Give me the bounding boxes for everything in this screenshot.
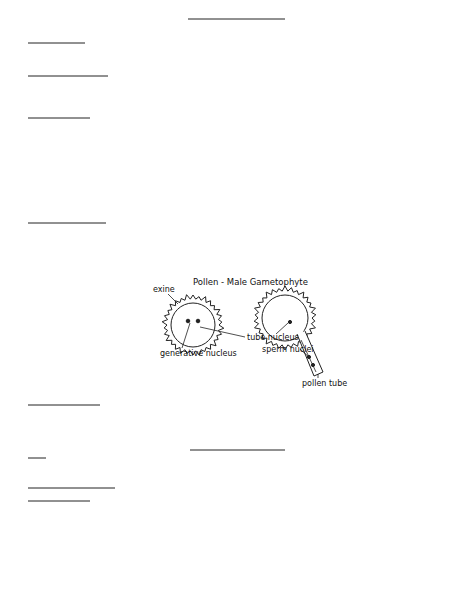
nucleus-dot	[196, 319, 200, 323]
blank-line	[190, 450, 285, 451]
blank-line	[28, 43, 85, 44]
blank-line	[28, 458, 46, 459]
blank-line	[28, 118, 90, 119]
figure-title: Pollen - Male Gametophyte	[193, 278, 308, 287]
part-label: tube nucleus	[247, 334, 299, 342]
leader-line	[168, 294, 178, 304]
leader-line	[318, 374, 319, 378]
part-label: generative nucleus	[160, 350, 237, 358]
sperm-dot	[311, 363, 314, 366]
leader-lines	[168, 294, 318, 378]
blank-line	[188, 19, 285, 20]
leader-line	[200, 327, 245, 337]
blank-lines	[28, 19, 285, 501]
tube-nucleus-dot	[288, 320, 291, 323]
blank-line	[28, 76, 108, 77]
nucleus-dot	[186, 319, 190, 323]
part-label: sperm nuclei	[262, 346, 314, 354]
exine-outline	[162, 295, 224, 356]
pollen-illustration	[162, 286, 323, 376]
blank-line	[28, 501, 90, 502]
leader-line	[276, 323, 288, 334]
blank-line	[28, 223, 106, 224]
part-label: pollen tube	[302, 380, 347, 388]
leader-line	[182, 323, 190, 348]
blank-line	[28, 488, 115, 489]
tube-inner	[301, 340, 316, 372]
part-label: exine	[153, 286, 175, 294]
blank-line	[28, 405, 100, 406]
intine	[171, 303, 215, 347]
